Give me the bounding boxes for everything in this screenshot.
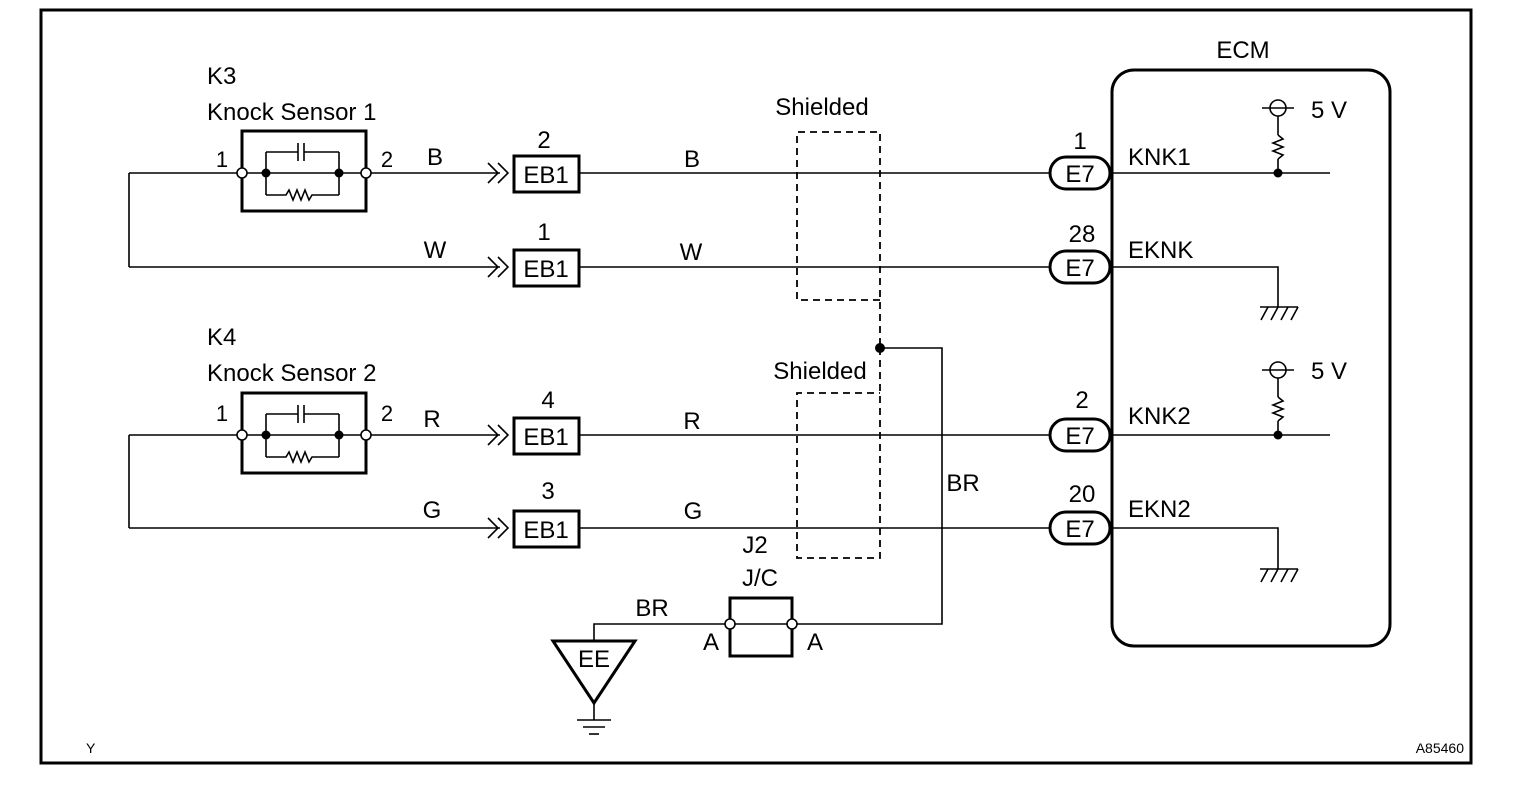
junction-pin-right: A xyxy=(807,629,823,656)
wire-color-label: B xyxy=(427,144,443,171)
shield-top xyxy=(796,131,881,348)
svg-text:EB1: EB1 xyxy=(523,517,568,544)
eb1-pin-number: 2 xyxy=(537,127,550,154)
svg-text:E7: E7 xyxy=(1065,423,1094,450)
e7-connector: E7 20 xyxy=(1048,481,1112,546)
wire-color-label: W xyxy=(424,237,447,264)
sensor2-pin-left: 1 xyxy=(216,401,228,426)
wire-color-label: W xyxy=(680,239,703,266)
wire-color-label: B xyxy=(684,146,700,173)
ecm-signal-label: KNK2 xyxy=(1128,403,1191,430)
sensor2-pin-right: 2 xyxy=(381,401,393,426)
shield-bottom xyxy=(796,348,881,559)
corner-mark: Y xyxy=(86,740,96,756)
pull-up-resistor-bottom xyxy=(1262,361,1294,440)
eb1-pin-number: 4 xyxy=(541,387,554,414)
e7-connector: E7 28 xyxy=(1048,221,1112,285)
junction-connector xyxy=(724,596,798,658)
wire-color-label: R xyxy=(423,406,440,433)
eb1-pin-number: 3 xyxy=(541,478,554,505)
eb1-pin-number: 1 xyxy=(537,219,550,246)
junction-ref: J2 xyxy=(742,532,767,559)
eb1-connector: EB1 3 xyxy=(487,478,581,549)
sensor1-name: Knock Sensor 1 xyxy=(207,99,376,126)
ground-wire xyxy=(593,623,725,641)
ecm-signal-label: KNK1 xyxy=(1128,144,1191,171)
e7-pin-number: 20 xyxy=(1069,481,1096,508)
ground-point-triangle xyxy=(550,639,638,706)
drain-wire xyxy=(795,347,943,625)
sensor1-pin-left: 1 xyxy=(216,147,228,172)
knock-sensor-2-symbol xyxy=(236,391,372,475)
shield-label-bottom: Shielded xyxy=(773,358,866,385)
supply-voltage-label: 5 V xyxy=(1311,97,1347,124)
e7-connector: E7 2 xyxy=(1048,387,1112,453)
junction-name: J/C xyxy=(742,565,778,592)
wire-color-label: G xyxy=(423,497,442,524)
svg-text:EB1: EB1 xyxy=(523,424,568,451)
eb1-connector: EB1 2 xyxy=(487,127,581,194)
svg-text:E7: E7 xyxy=(1065,516,1094,543)
sensor1-pin-right: 2 xyxy=(381,147,393,172)
sensor1-ref: K3 xyxy=(207,63,236,90)
wire-eknk xyxy=(128,173,1279,307)
knock-sensor-1-symbol xyxy=(236,129,372,213)
svg-text:E7: E7 xyxy=(1065,161,1094,188)
svg-text:EB1: EB1 xyxy=(523,162,568,189)
drain-wire-color: BR xyxy=(946,470,979,497)
ground-point-label: EE xyxy=(578,646,610,673)
ecm-title: ECM xyxy=(1216,37,1269,64)
diagram-frame xyxy=(39,8,1473,765)
figure-code: A85460 xyxy=(1416,740,1464,756)
eb1-connector: EB1 4 xyxy=(487,387,581,456)
chassis-ground-icon xyxy=(577,703,611,735)
junction-pin-left: A xyxy=(703,629,719,656)
ecm-box xyxy=(1110,68,1392,648)
shield-label-top: Shielded xyxy=(775,94,868,121)
e7-connector: E7 1 xyxy=(1048,128,1112,191)
ecm-ground-icon xyxy=(1260,568,1299,583)
svg-text:EB1: EB1 xyxy=(523,256,568,283)
wire-color-label: R xyxy=(683,408,700,435)
supply-voltage-label: 5 V xyxy=(1311,358,1347,385)
ecm-signal-label: EKNK xyxy=(1128,237,1193,264)
ecm-signal-label: EKN2 xyxy=(1128,496,1191,523)
sensor2-ref: K4 xyxy=(207,324,236,351)
e7-pin-number: 2 xyxy=(1075,387,1088,414)
ground-wire-color: BR xyxy=(635,595,668,622)
svg-text:E7: E7 xyxy=(1065,255,1094,282)
sensor2-name: Knock Sensor 2 xyxy=(207,360,376,387)
ecm-ground-icon xyxy=(1260,306,1299,321)
wire-color-label: G xyxy=(684,498,703,525)
eb1-connector: EB1 1 xyxy=(487,219,581,288)
e7-pin-number: 1 xyxy=(1073,128,1086,155)
e7-pin-number: 28 xyxy=(1069,221,1096,248)
wire-ekn2 xyxy=(128,435,1279,569)
pull-up-resistor-top xyxy=(1262,99,1294,178)
